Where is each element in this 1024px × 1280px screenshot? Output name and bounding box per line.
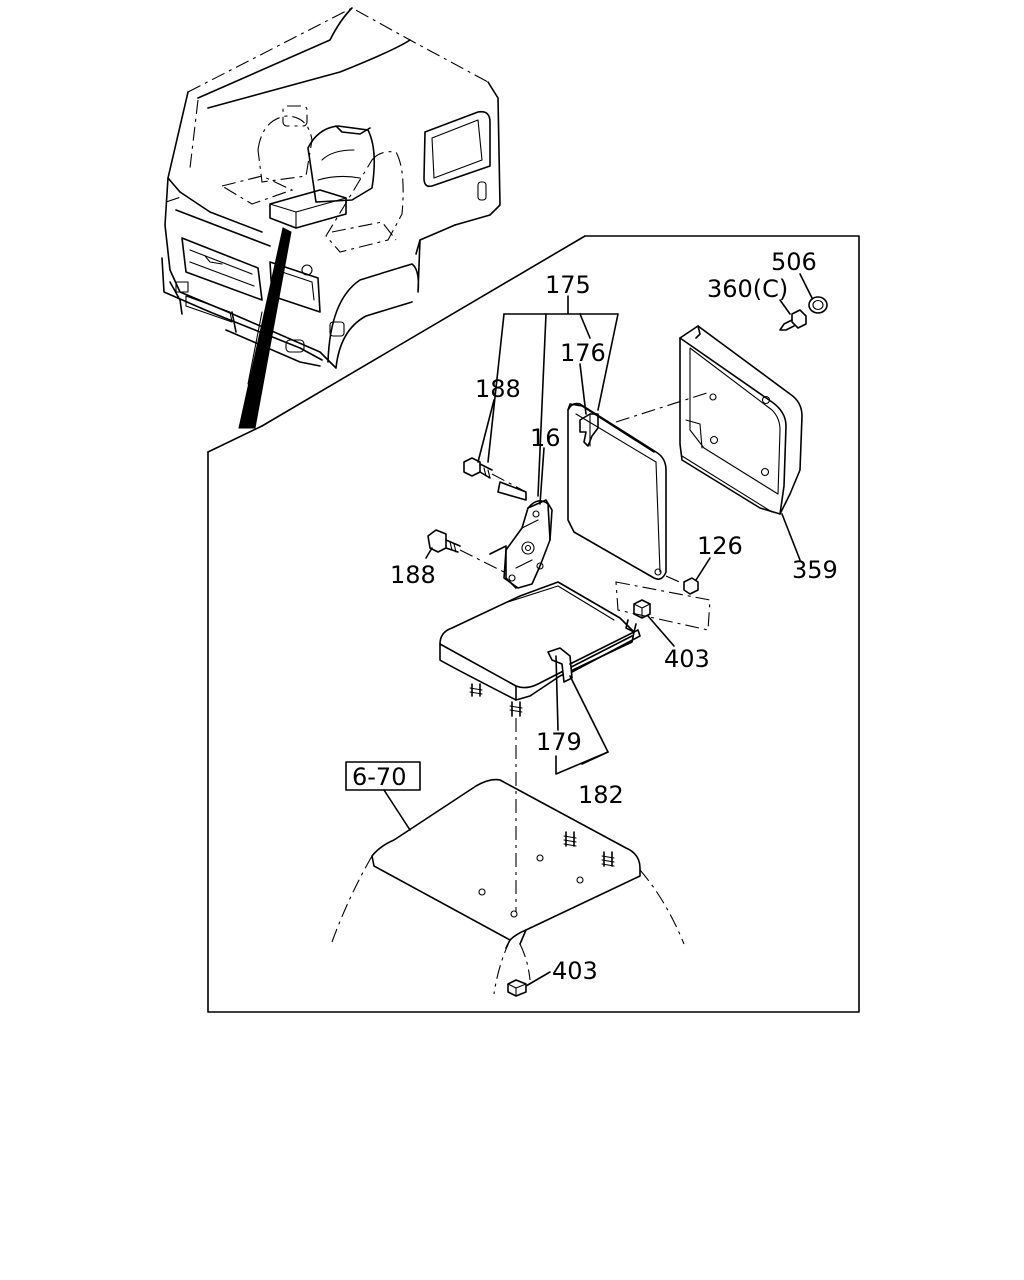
detail-pointer-arrow <box>238 227 292 429</box>
callout-506: 506 <box>771 248 817 276</box>
detail-frame <box>207 235 860 1013</box>
callout-403-upper: 403 <box>664 645 710 673</box>
control-unit <box>567 402 667 580</box>
callout-360c: 360(C) <box>707 275 788 303</box>
cover-359 <box>679 325 803 515</box>
bolt-188-lower <box>427 529 509 575</box>
base-tray <box>439 581 641 717</box>
callout-359: 359 <box>792 556 838 584</box>
spacer <box>497 481 527 501</box>
reference-box-label: 6-70 <box>352 763 406 791</box>
callout-188-upper: 188 <box>475 375 521 403</box>
nut-403-lower <box>507 979 527 997</box>
callout-16: 16 <box>530 424 561 452</box>
floor-panel <box>331 778 685 995</box>
bolt-188-upper <box>463 457 527 493</box>
callout-179: 179 <box>536 728 582 756</box>
truck-cab-illustration <box>161 7 501 369</box>
callout-176: 176 <box>560 339 606 367</box>
callout-126: 126 <box>697 532 743 560</box>
cap-506 <box>808 296 828 314</box>
callout-182: 182 <box>578 781 624 809</box>
callout-403-lower: 403 <box>552 957 598 985</box>
screw-360c <box>779 309 807 331</box>
callout-175: 175 <box>545 271 591 299</box>
leader-lines <box>383 273 813 987</box>
bracket-16 <box>489 499 553 589</box>
reference-box <box>345 761 421 791</box>
callout-188-lower: 188 <box>390 561 436 589</box>
washer-126 <box>665 575 699 595</box>
